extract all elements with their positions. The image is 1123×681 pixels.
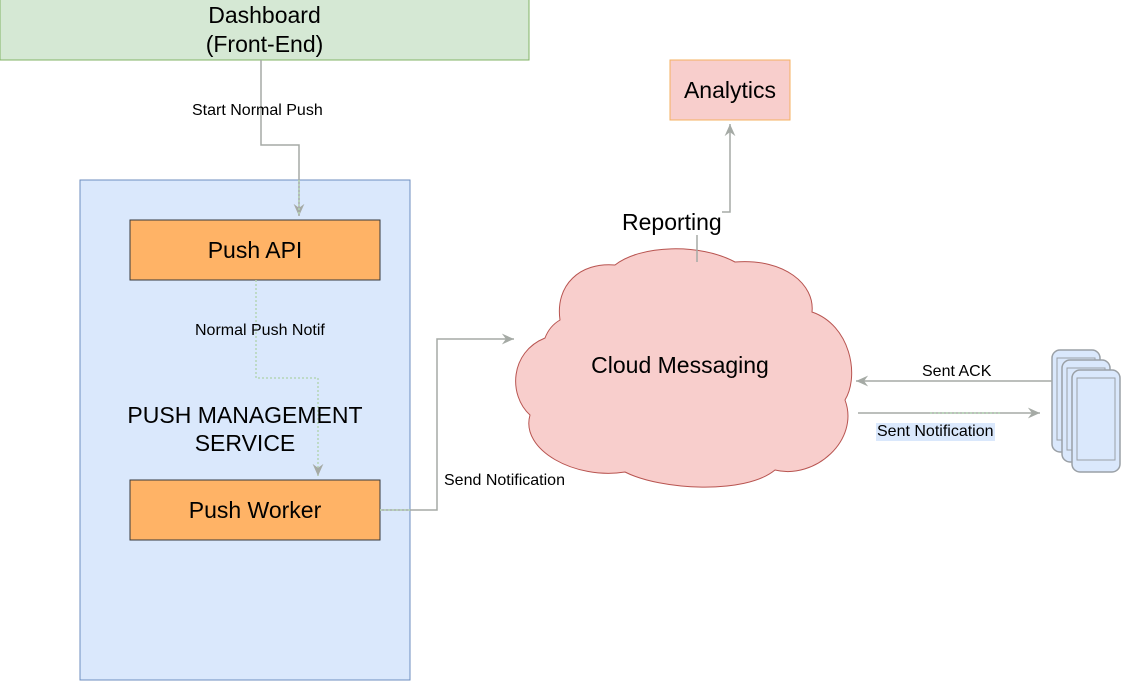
service-label-line1: PUSH MANAGEMENT [127, 402, 363, 429]
edge-reporting [696, 124, 736, 262]
push-api-label: Push API [207, 236, 303, 263]
service-label: PUSH MANAGEMENT SERVICE [80, 398, 410, 462]
mobile-devices-icon [1051, 349, 1121, 473]
edge-normal-push-notif [255, 280, 324, 476]
edge-label-normal-push-notif: Normal Push Notif [195, 322, 325, 339]
edge-label-reporting: Reporting [622, 209, 722, 236]
dashboard-subtitle: (Front-End) [205, 31, 324, 57]
dashboard-title: Dashboard [208, 2, 321, 29]
edge-label-sent-notification: Sent Notification [876, 423, 995, 442]
dashboard-node[interactable] [0, 0, 530, 61]
analytics-label: Analytics [683, 76, 777, 103]
service-label-line2: SERVICE [194, 430, 296, 456]
push-api-node[interactable] [129, 219, 381, 281]
push-worker-label: Push Worker [188, 496, 322, 523]
analytics-node[interactable] [669, 59, 791, 121]
edge-label-start-normal-push: Start Normal Push [192, 102, 323, 119]
push-worker-node[interactable] [129, 479, 381, 541]
edge-label-sent-ack: Sent ACK [922, 363, 992, 380]
cloud-messaging-label: Cloud Messaging [591, 351, 769, 378]
edge-label-send-notification: Send Notification [444, 472, 565, 489]
cloud-messaging-node[interactable] [515, 248, 853, 488]
dashboard-label: Dashboard (Front-End) [0, 0, 529, 60]
